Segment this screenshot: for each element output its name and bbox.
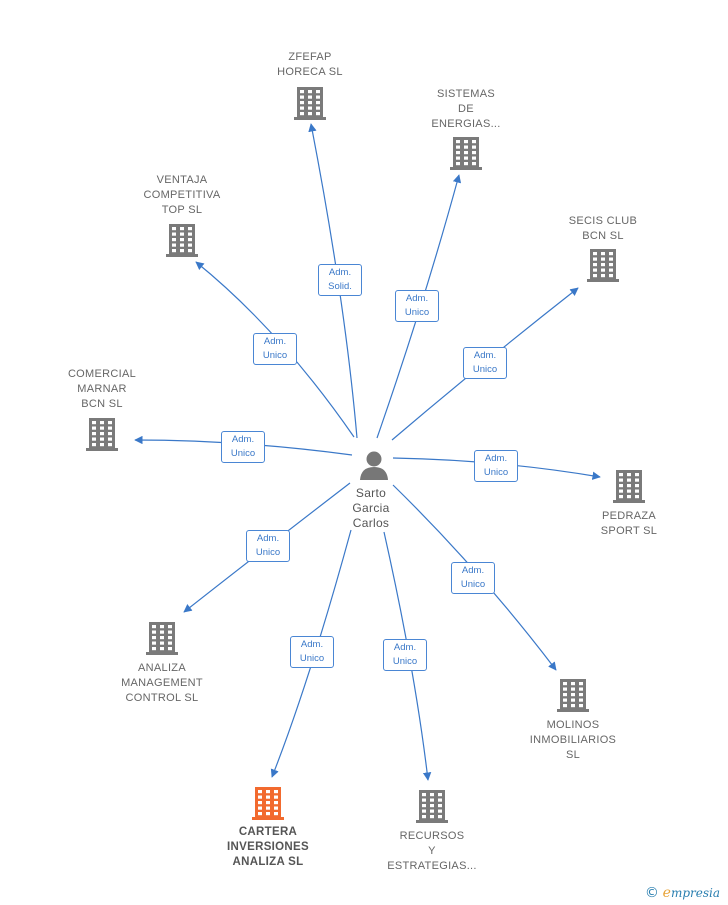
label-line: ANALIZA SL <box>232 856 304 868</box>
label-line: Sarto <box>355 486 387 500</box>
person-icon[interactable] <box>360 451 388 481</box>
label-line: BCN SL <box>582 230 624 242</box>
building-icon-secis[interactable] <box>587 249 619 282</box>
label-line: ENERGIAS... <box>431 118 501 130</box>
label-line: CONTROL SL <box>125 692 199 704</box>
relation-badge-comercial[interactable]: Adm. Unico <box>221 431 265 463</box>
relation-text: Adm. <box>484 453 508 464</box>
building-icon-pedraza[interactable] <box>613 470 645 503</box>
company-label-analiza: ANALIZA MANAGEMENT CONTROL SL <box>92 661 232 706</box>
relation-text: Adm. <box>231 434 255 445</box>
label-line: SISTEMAS <box>436 88 496 100</box>
label-line: COMERCIAL <box>67 368 137 380</box>
label-line: ESTRATEGIAS... <box>387 860 477 872</box>
label-line: VENTAJA <box>156 174 208 186</box>
label-line: Carlos <box>352 516 390 530</box>
building-icon-molinos[interactable] <box>557 679 589 712</box>
label-line: HORECA SL <box>277 66 343 78</box>
relation-text: Adm. <box>461 565 485 576</box>
label-line: SPORT SL <box>600 525 658 537</box>
label-line: DE <box>458 103 474 115</box>
label-line: MOLINOS <box>546 719 600 731</box>
relation-text: Unico <box>230 448 256 459</box>
relation-text: Unico <box>460 579 486 590</box>
relation-badge-molinos[interactable]: Adm. Unico <box>451 562 495 594</box>
label-line: SECIS CLUB <box>568 215 638 227</box>
company-label-molinos: MOLINOS INMOBILIARIOS SL <box>503 718 643 763</box>
company-label-zfefap: ZFEFAP HORECA SL <box>240 50 380 80</box>
copyright-icon: © <box>644 885 659 901</box>
building-icon-cartera[interactable] <box>252 787 284 820</box>
building-icon-recursos[interactable] <box>416 790 448 823</box>
label-line: MARNAR <box>77 383 127 395</box>
company-label-recursos: RECURSOS Y ESTRATEGIAS... <box>362 829 502 874</box>
relation-text: Solid. <box>328 281 352 292</box>
building-icon-sistemas[interactable] <box>450 137 482 170</box>
company-label-cartera: CARTERA INVERSIONES ANALIZA SL <box>198 825 338 870</box>
label-line: BCN SL <box>81 398 123 410</box>
relation-badge-pedraza[interactable]: Adm. Unico <box>474 450 518 482</box>
relation-text: Unico <box>404 307 430 318</box>
relation-badge-cartera[interactable]: Adm. Unico <box>290 636 334 668</box>
company-label-secis: SECIS CLUB BCN SL <box>533 214 673 244</box>
relation-badge-analiza[interactable]: Adm. Unico <box>246 530 290 562</box>
label-line: MANAGEMENT <box>121 677 203 689</box>
relation-text: Adm. <box>393 642 417 653</box>
label-line: INMOBILIARIOS <box>529 734 617 746</box>
relation-text: Unico <box>392 656 418 667</box>
label-line: Garcia <box>352 501 390 515</box>
relation-badge-recursos[interactable]: Adm. Unico <box>383 639 427 671</box>
empresia-brand[interactable]: © empresia <box>645 885 720 901</box>
label-line: Y <box>428 845 436 857</box>
label-line: SL <box>565 749 581 761</box>
relation-text: Unico <box>262 350 288 361</box>
relation-text: Adm. <box>263 336 287 347</box>
label-line: PEDRAZA <box>601 510 657 522</box>
building-icon-comercial[interactable] <box>86 418 118 451</box>
brand-name: mpresia <box>670 886 720 900</box>
company-label-pedraza: PEDRAZA SPORT SL <box>559 509 699 539</box>
relation-text: Adm. <box>473 350 497 361</box>
relation-text: Adm. <box>328 267 352 278</box>
building-icon-ventaja[interactable] <box>166 224 198 257</box>
label-line: ZFEFAP <box>288 51 332 63</box>
label-line: CARTERA <box>238 826 298 838</box>
label-line: TOP SL <box>161 204 203 216</box>
company-label-sistemas: SISTEMAS DE ENERGIAS... <box>396 87 536 132</box>
relation-badge-zfefap[interactable]: Adm. Solid. <box>318 264 362 296</box>
relation-text: Adm. <box>300 639 324 650</box>
company-label-ventaja: VENTAJA COMPETITIVA TOP SL <box>112 173 252 218</box>
company-label-comercial: COMERCIAL MARNAR BCN SL <box>32 367 172 412</box>
label-line: INVERSIONES <box>227 841 309 853</box>
relation-text: Unico <box>255 547 281 558</box>
relation-text: Adm. <box>256 533 280 544</box>
relation-text: Unico <box>299 653 325 664</box>
building-icon-zfefap[interactable] <box>294 87 326 120</box>
label-line: ANALIZA <box>138 662 186 674</box>
icons-layer <box>86 87 645 823</box>
relation-text: Unico <box>472 364 498 375</box>
relation-badge-ventaja[interactable]: Adm. Unico <box>253 333 297 365</box>
relation-badge-sistemas[interactable]: Adm. Unico <box>395 290 439 322</box>
relation-badge-secis[interactable]: Adm. Unico <box>463 347 507 379</box>
label-line: RECURSOS <box>399 830 465 842</box>
relation-text: Unico <box>483 467 509 478</box>
relation-text: Adm. <box>405 293 429 304</box>
brand-initial: e <box>662 885 671 901</box>
label-line: COMPETITIVA <box>143 189 221 201</box>
building-icon-analiza[interactable] <box>146 622 178 655</box>
